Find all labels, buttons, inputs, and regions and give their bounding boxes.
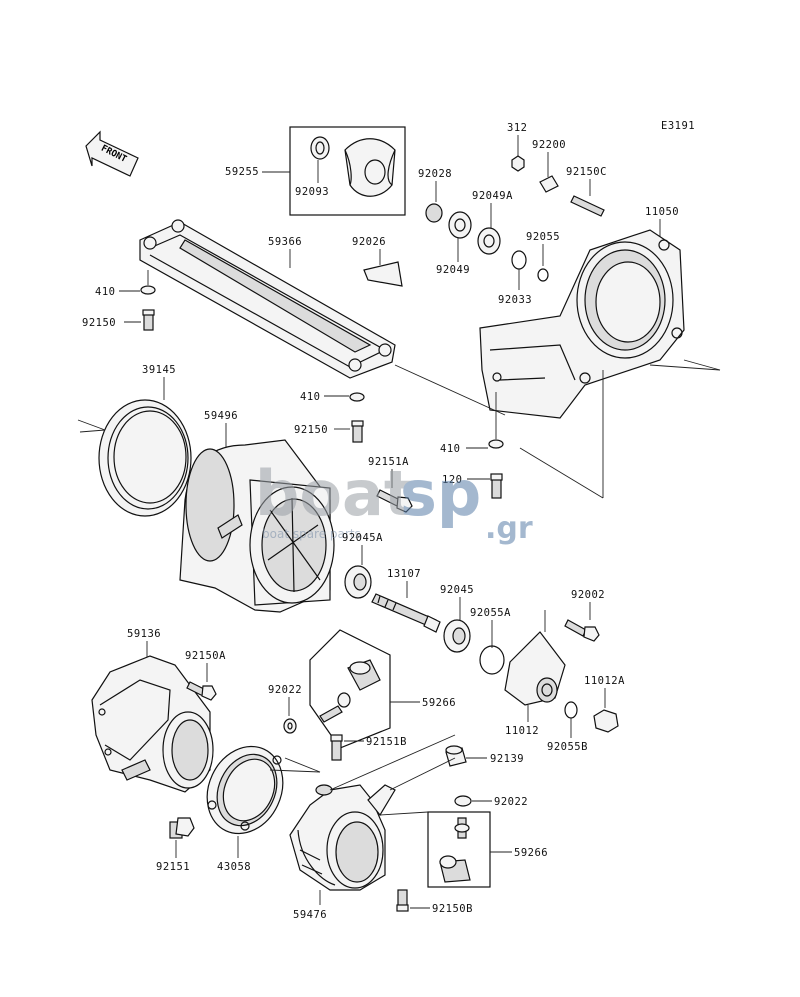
label-92055B: 92055B: [547, 741, 588, 753]
steering-kit-box-a: [309, 629, 391, 749]
label-92151A: 92151A: [368, 456, 409, 468]
label-92151: 92151: [156, 861, 190, 873]
watermark-main-b: sp: [400, 457, 481, 530]
deflector-59476: [289, 784, 396, 891]
front-arrow-icon: FRONT: [85, 130, 139, 177]
label-92055A: 92055A: [470, 607, 511, 619]
label-92151B: 92151B: [366, 736, 407, 748]
label-59476: 59476: [293, 909, 327, 921]
label-92026: 92026: [352, 236, 386, 248]
label-59266-a: 59266: [422, 697, 456, 709]
label-59255: 59255: [225, 166, 259, 178]
label-410-c: 410: [440, 443, 460, 455]
label-92049: 92049: [436, 264, 470, 276]
label-92045: 92045: [440, 584, 474, 596]
cap-11012: [504, 631, 566, 706]
label-92028: 92028: [418, 168, 452, 180]
label-92150-b: 92150: [294, 424, 328, 436]
label-59136: 59136: [127, 628, 161, 640]
ring-39145: [98, 399, 192, 517]
shaft-13107: [371, 593, 441, 633]
label-92150-a: 92150: [82, 317, 116, 329]
label-39145: 39145: [142, 364, 176, 376]
ring-43058: [206, 745, 284, 835]
diagram-code: E3191: [661, 120, 695, 132]
label-43058: 43058: [217, 861, 251, 873]
watermark-main-a: boat: [255, 457, 413, 530]
label-11012: 11012: [505, 725, 539, 737]
label-92150C: 92150C: [566, 166, 607, 178]
steering-kit-box-b: [427, 811, 491, 888]
label-410-a: 410: [95, 286, 115, 298]
label-92139: 92139: [490, 753, 524, 765]
label-410-b: 410: [300, 391, 320, 403]
label-92022-b: 92022: [494, 796, 528, 808]
label-59266-b: 59266: [514, 847, 548, 859]
label-11012A: 11012A: [584, 675, 625, 687]
label-92200: 92200: [532, 139, 566, 151]
label-92055: 92055: [526, 231, 560, 243]
label-92150B: 92150B: [432, 903, 473, 915]
label-92150A: 92150A: [185, 650, 226, 662]
label-11050: 11050: [645, 206, 679, 218]
label-59366: 59366: [268, 236, 302, 248]
nozzle-59136: [91, 655, 214, 793]
label-92002: 92002: [571, 589, 605, 601]
label-92045A: 92045A: [342, 532, 383, 544]
label-312: 312: [507, 122, 527, 134]
watermark-suffix: .gr: [485, 511, 533, 546]
label-120: 120: [442, 474, 462, 486]
label-92093: 92093: [295, 186, 329, 198]
pump-cover-11050: [479, 229, 685, 419]
label-92033: 92033: [498, 294, 532, 306]
pump-case-59496: [179, 439, 335, 613]
watermark-tagline: boat spare parts: [262, 527, 361, 541]
ride-plate-59366: [139, 219, 396, 379]
watermark-logo: boat sp .gr boat spare parts: [255, 457, 533, 546]
label-92049A: 92049A: [472, 190, 513, 202]
label-92022-a: 92022: [268, 684, 302, 696]
impeller-kit-box: [289, 126, 406, 216]
label-13107: 13107: [387, 568, 421, 580]
label-59496: 59496: [204, 410, 238, 422]
